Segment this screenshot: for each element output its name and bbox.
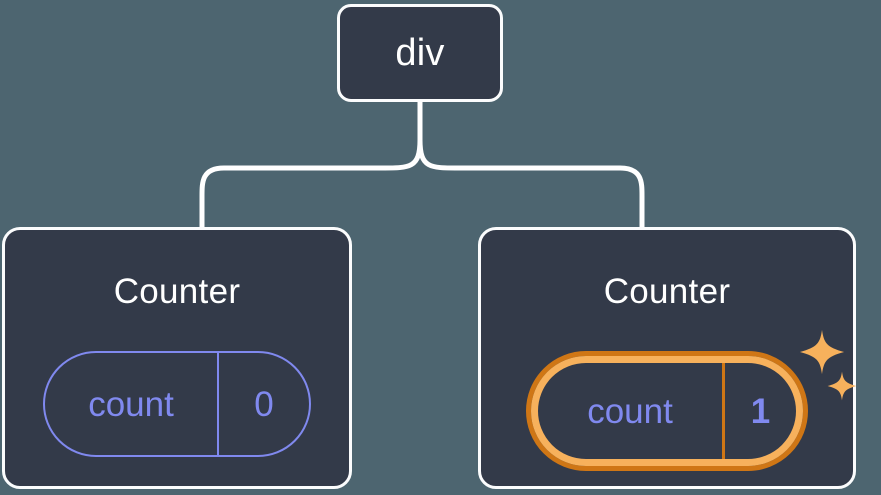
- state-pill-right-inner-ring: count 1: [531, 356, 803, 466]
- sparkle-large-icon: [799, 329, 845, 375]
- state-pill-right[interactable]: count 1: [526, 351, 808, 471]
- connector-edge-left: [199, 137, 423, 230]
- node-div-label: div: [395, 32, 445, 74]
- node-counter-left-label: Counter: [113, 272, 241, 311]
- node-counter-right-label: Counter: [603, 272, 731, 311]
- node-div[interactable]: div: [337, 4, 503, 102]
- node-counter-right[interactable]: Counter count 1: [478, 227, 857, 489]
- state-pill-wrapper-left: count 0: [5, 351, 349, 457]
- state-pill-left-key: count: [45, 353, 219, 455]
- node-counter-left[interactable]: Counter count 0: [2, 227, 352, 489]
- state-pill-left-value: 0: [254, 384, 274, 424]
- state-pill-right-key: count: [538, 363, 725, 459]
- state-pill-left[interactable]: count 0: [43, 351, 311, 457]
- state-pill-right-value: 1: [750, 391, 771, 431]
- state-pill-wrapper-right: count 1: [481, 329, 857, 471]
- sparkle-small-icon: [827, 371, 857, 401]
- connector-edge-right: [417, 137, 645, 230]
